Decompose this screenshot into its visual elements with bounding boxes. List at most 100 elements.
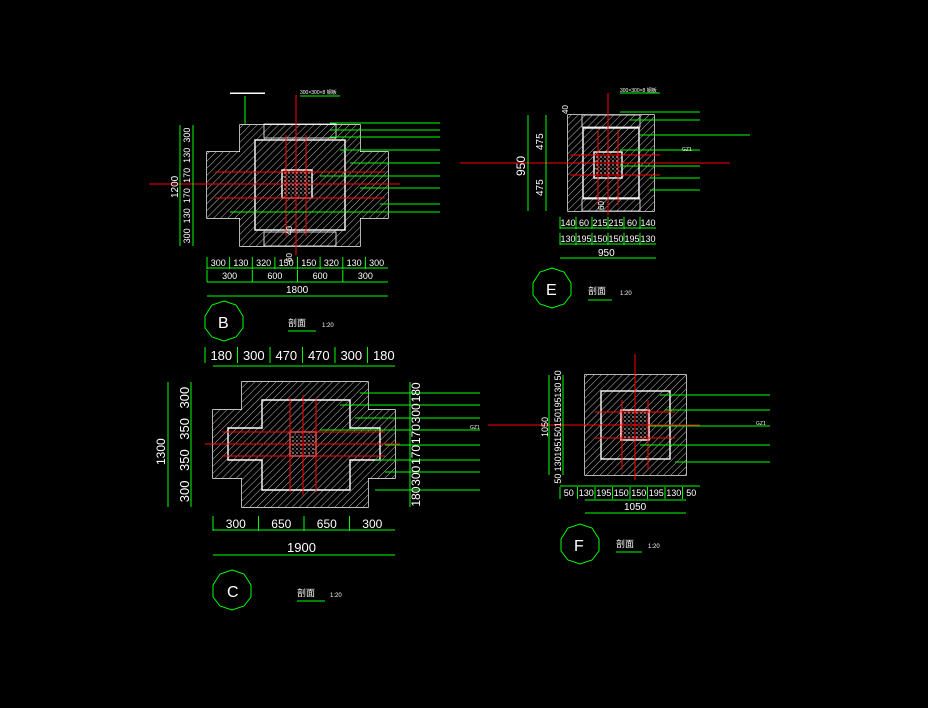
e-row1-value: 60: [579, 218, 589, 228]
c-bottom-value: 650: [317, 517, 337, 531]
c-top-value: 180: [210, 348, 232, 363]
c-right-value: 170: [409, 424, 423, 444]
b-left-value: 130: [182, 208, 192, 223]
section-f-left-dim-lines: [548, 375, 564, 475]
c-bottom-value: 650: [271, 517, 291, 531]
c-right-value: 170: [409, 445, 423, 465]
section-e-left-dim-lines: [527, 115, 547, 211]
section-e-note-top: 300×300×8 钢板: [620, 87, 657, 94]
section-e-leaders: [620, 92, 750, 191]
f-left-value: 130: [553, 383, 563, 398]
c-right-value: 180: [409, 382, 423, 402]
b-left-value: 130: [182, 148, 192, 163]
f-bottom-value: 195: [649, 488, 664, 498]
e-row1-value: 140: [640, 218, 655, 228]
section-c-caption: 剖面: [297, 587, 315, 598]
section-c-left-dim-lines: [167, 382, 192, 507]
section-c-inner-outline: [227, 399, 381, 491]
section-b-letter: B: [218, 315, 229, 332]
section-b-left-total: 1200: [170, 175, 181, 198]
f-left-value: 195: [553, 397, 563, 412]
section-b-dims-row2: 300 600 600 300: [206, 270, 373, 282]
section-b-inner-dim-40: 40: [285, 226, 294, 235]
b-row1-value: 150: [279, 258, 294, 268]
c-left-value: 350: [177, 418, 192, 440]
c-top-value: 300: [340, 348, 362, 363]
c-left-value: 350: [177, 449, 192, 471]
f-bottom-value: 130: [666, 488, 681, 498]
section-f-left-total: 1050: [540, 417, 550, 437]
section-e-inner-dim-60: 60: [597, 201, 606, 210]
section-b-note-top: 300×300×8 钢板: [300, 89, 337, 96]
c-right-value: 300: [409, 403, 423, 423]
e-row2-value: 195: [624, 234, 639, 244]
section-b-inner-square: [254, 139, 346, 231]
section-b-top-tab: [263, 123, 337, 139]
f-bottom-value: 195: [596, 488, 611, 498]
section-f-total-width: 1050: [624, 502, 647, 513]
b-row1-value: 300: [211, 258, 226, 268]
b-left-value: 300: [182, 128, 192, 143]
e-row1-value: 215: [592, 218, 607, 228]
b-row1-value: 130: [233, 258, 248, 268]
e-row2-value: 150: [592, 234, 607, 244]
section-c-callout-gz: GZ1: [470, 425, 480, 431]
c-top-value: 300: [243, 348, 265, 363]
section-b-leaders: [230, 95, 440, 213]
section-c-marker: [212, 569, 252, 611]
b-row2-value: 600: [313, 271, 328, 281]
c-bottom-value: 300: [226, 517, 246, 531]
f-bottom-value: 50: [686, 488, 696, 498]
section-e-marker: [532, 267, 572, 309]
b-left-value: 170: [182, 188, 192, 203]
b-row1-value: 130: [347, 258, 362, 268]
section-b-caption: 剖面: [288, 317, 306, 328]
c-right-value: 180: [409, 486, 423, 506]
e-row1-value: 215: [608, 218, 623, 228]
b-row2-value: 300: [222, 271, 237, 281]
section-f-letter: F: [574, 538, 584, 555]
section-b-bottom-tab: [263, 231, 337, 247]
c-top-value: 470: [275, 348, 297, 363]
c-bottom-value: 300: [362, 517, 382, 531]
f-left-value: 195: [553, 442, 563, 457]
e-row1-value: 60: [627, 218, 637, 228]
section-f-callout-gz: GZ1: [756, 421, 766, 427]
section-c-left-total: 1300: [154, 438, 168, 465]
f-left-value: 50: [553, 370, 563, 380]
section-f-caption: 剖面: [616, 538, 634, 549]
section-e-inner-dim-40: 40: [561, 105, 570, 114]
b-row2-value: 600: [267, 271, 282, 281]
f-left-value: 130: [553, 456, 563, 471]
b-left-value: 170: [182, 168, 192, 183]
section-c-letter: C: [227, 584, 239, 601]
f-left-value: 150: [553, 412, 563, 427]
section-f-leaders: [640, 394, 770, 463]
e-row1-value: 140: [560, 218, 575, 228]
section-c-bottom-dims: 300 650 650 300: [212, 516, 383, 531]
section-e-callout-gz: GZ1: [682, 147, 692, 153]
section-b-note-top-left: ▬▬▬▬▬▬▬: [230, 90, 265, 96]
section-e-caption: 剖面: [588, 285, 606, 296]
c-top-value: 180: [373, 348, 395, 363]
e-row2-value: 130: [640, 234, 655, 244]
f-left-value: 50: [553, 474, 563, 484]
section-e-bottom-tab: [581, 198, 641, 212]
section-f-bottom-dim-lines: [560, 485, 700, 514]
b-row1-value: 150: [301, 258, 316, 268]
c-left-value: 300: [177, 387, 192, 409]
f-bottom-value: 130: [579, 488, 594, 498]
c-right-value: 300: [409, 465, 423, 485]
section-e-top-tab: [581, 114, 641, 128]
b-row2-value: 300: [358, 271, 373, 281]
